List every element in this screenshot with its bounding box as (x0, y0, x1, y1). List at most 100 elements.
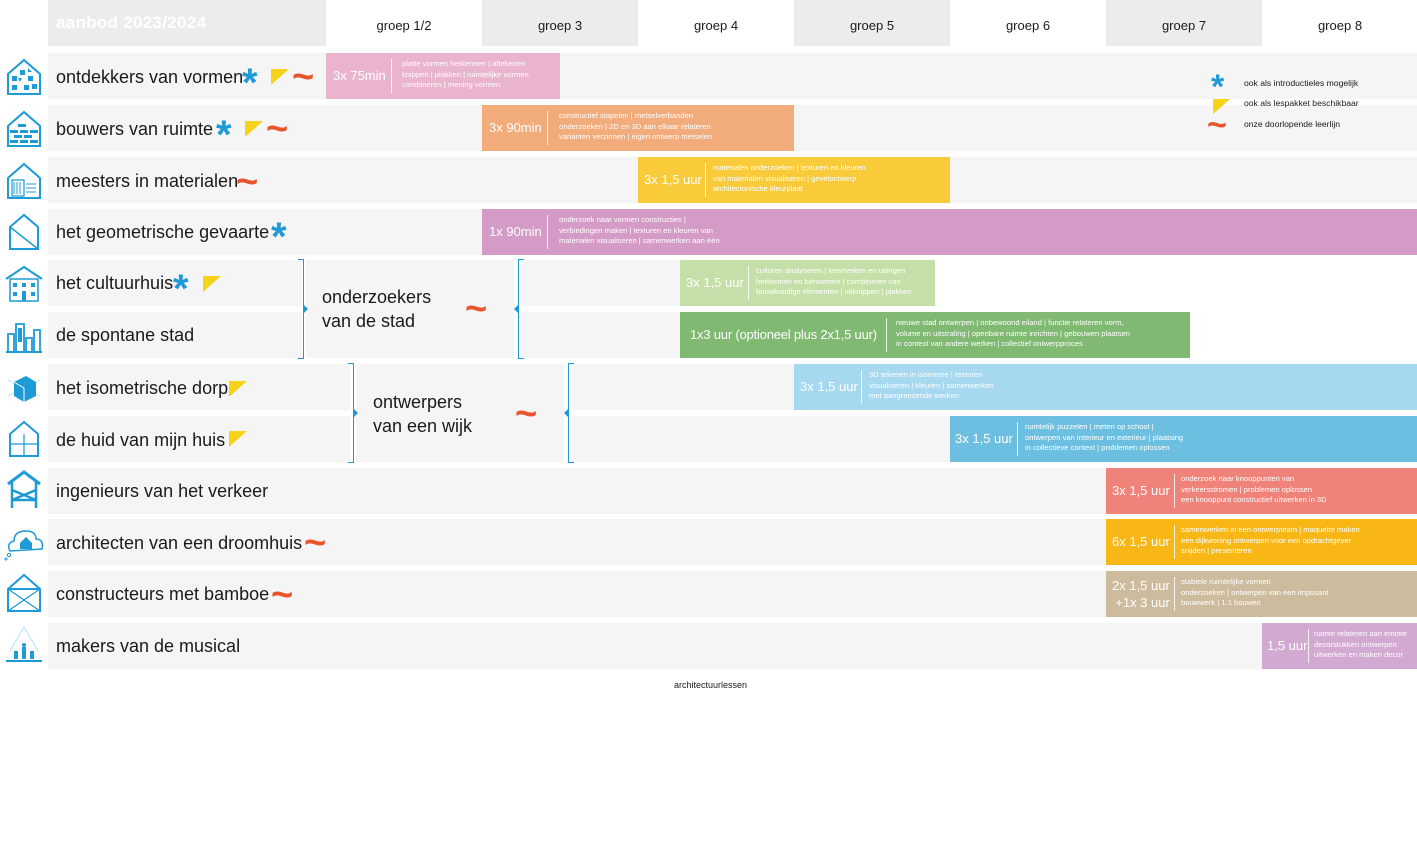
bar-duration: 3x 1,5 uur (800, 379, 858, 394)
column-header-groep-5: groep 5 (794, 0, 950, 46)
bar-description: samenwerken in een ontwerpteam | maquett… (1181, 525, 1360, 556)
lespakket-triangle-icon (245, 121, 263, 137)
row-label: het isometrische dorp (56, 378, 229, 398)
row-label: constructeurs met bamboe (56, 584, 270, 604)
bar-separator (886, 318, 887, 352)
bar-description: onderzoek naar knooppunten van verkeerss… (1181, 474, 1327, 505)
bar-description: onderzoek naar vormen constructies | ver… (559, 215, 720, 246)
bar-separator (1174, 577, 1175, 611)
bar-description: nieuwe stad ontwerpen | onbewoond eiland… (896, 318, 1131, 349)
lesson-bar: 6x 1,5 uur samenwerken in een ontwerptea… (1106, 519, 1417, 565)
culture-house-icon (5, 265, 43, 302)
bar-separator (547, 215, 548, 249)
bar-description: culturen analyseren | kenmerken en uitin… (756, 266, 912, 297)
intro-asterisk-icon: * (271, 215, 287, 259)
line-tilde-icon: ~ (271, 574, 294, 616)
footer-caption: architectuurlessen (674, 680, 748, 690)
lesson-bar: 3x 1,5 uur ruimtelijk puzzelen | meten o… (950, 416, 1417, 462)
bar-duration: 3x 1,5 uur (955, 431, 1013, 446)
bracket-right (348, 363, 358, 463)
bar-description: materialen onderzoeken | texturen en kle… (713, 163, 866, 194)
bar-separator (748, 266, 749, 300)
bar-duration: 3x 75min (333, 68, 386, 83)
orange-tilde-icon: ~ (1207, 106, 1227, 144)
row-background (48, 364, 350, 410)
column-header-groep-4: groep 4 (693, 18, 739, 33)
intro-asterisk-icon: * (216, 113, 232, 157)
house-skin-icon (9, 420, 39, 457)
row-label: bouwers van ruimte (56, 119, 214, 139)
row-label: het geometrische gevaarte (56, 222, 270, 242)
row-background (48, 260, 302, 306)
column-header-groep-1-2: groep 1/2 (376, 18, 432, 33)
group-box-stad (306, 260, 514, 358)
musical-stage-icon (6, 625, 42, 662)
line-tilde-icon: ~ (465, 288, 488, 330)
line-tilde-icon: ~ (304, 522, 327, 564)
bar-separator (1174, 525, 1175, 559)
column-header-groep-6: groep 6 (1005, 18, 1051, 33)
group-filler (572, 416, 950, 462)
row-label: de spontane stad (56, 325, 195, 345)
bar-description: ruimte relateren aan emotie decorstukken… (1314, 629, 1407, 660)
lesson-bar: 3x 1,5 uur materialen onderzoeken | text… (638, 157, 950, 203)
materials-house-icon (7, 162, 41, 199)
bar-duration: 1,5 uur (1267, 638, 1308, 653)
bar-separator (1308, 629, 1309, 663)
lesson-bar: 1x3 uur (optioneel plus 2x1,5 uur) nieuw… (680, 312, 1190, 358)
lesson-bar: 1,5 uur ruimte relateren aan emotie deco… (1262, 623, 1417, 669)
lesson-bar: 3x 90min constructief stapelen | metselv… (482, 105, 794, 151)
line-tilde-icon: ~ (266, 108, 289, 150)
group-label-onderzoekers: onderzoekers van de stad (322, 287, 432, 331)
legend-intro-text: ook als introductieles mogelijk (1244, 78, 1359, 88)
yellow-triangle-icon (1213, 99, 1230, 114)
bar-separator (705, 163, 706, 197)
row-label: de huid van mijn huis (56, 430, 226, 450)
group-box-wijk (356, 364, 564, 462)
bracket-left (564, 363, 574, 463)
intro-asterisk-icon: * (242, 61, 258, 105)
lesson-bar: 3x 1,5 uur onderzoek naar knooppunten va… (1106, 468, 1417, 514)
brick-house-icon (7, 110, 41, 147)
bracket-left (514, 259, 524, 359)
lespakket-triangle-icon (229, 431, 247, 447)
legend-kit-text: ook als lespakket beschikbaar (1244, 98, 1359, 108)
line-tilde-icon: ~ (236, 161, 259, 203)
lesson-bar: 2x 1,5 uur +1x 3 uur stabiele ruimtelijk… (1106, 571, 1417, 617)
lespakket-triangle-icon (271, 69, 289, 85)
row-background (48, 312, 302, 358)
group-label-ontwerpers: ontwerpers van een wijk (373, 392, 473, 436)
line-tilde-icon: ~ (292, 56, 315, 98)
group-filler (572, 364, 794, 410)
lesson-bar: 3x 1,5 uur culturen analyseren | kenmerk… (680, 260, 935, 306)
building-pattern-icon (7, 58, 41, 95)
lespakket-triangle-icon (203, 276, 221, 292)
bar-separator (861, 370, 862, 404)
row-label: ontdekkers van vormen (56, 67, 244, 87)
bridge-icon (7, 470, 41, 508)
legend-line-text: onze doorlopende leerlijn (1244, 119, 1341, 129)
bar-duration: 1x 90min (489, 224, 542, 239)
row-label: architecten van een droomhuis (56, 533, 303, 553)
bar-description: constructief stapelen | metselverbanden … (559, 111, 713, 142)
bar-separator (391, 59, 392, 93)
column-header-groep-3: groep 3 (482, 0, 638, 46)
row-label: het cultuurhuis (56, 273, 174, 293)
column-header-groep-8: groep 8 (1317, 18, 1363, 33)
bar-description: platte vormen herkennen | aftekenen knip… (402, 59, 529, 90)
bar-description: 3D tekenen in isometrie | texturen visua… (869, 370, 994, 401)
row-label: ingenieurs van het verkeer (56, 481, 269, 501)
bar-duration: 6x 1,5 uur (1112, 534, 1170, 549)
geometric-house-icon (9, 213, 39, 250)
dream-cloud-house-icon (4, 530, 44, 561)
bracket-right (298, 259, 308, 359)
bar-duration: 3x 1,5 uur (1112, 483, 1170, 498)
row-background (48, 623, 1417, 669)
bar-separator (1174, 474, 1175, 508)
page-title: aanbod 2023/2024 (48, 0, 326, 46)
lesson-bar: 3x 1,5 uur 3D tekenen in isometrie | tex… (794, 364, 1417, 410)
row-label: meesters in materialen (56, 171, 239, 191)
bar-separator (1017, 422, 1018, 456)
bar-duration: 3x 1,5 uur (686, 275, 744, 290)
bar-duration: 1x3 uur (optioneel plus 2x1,5 uur) (690, 327, 877, 342)
